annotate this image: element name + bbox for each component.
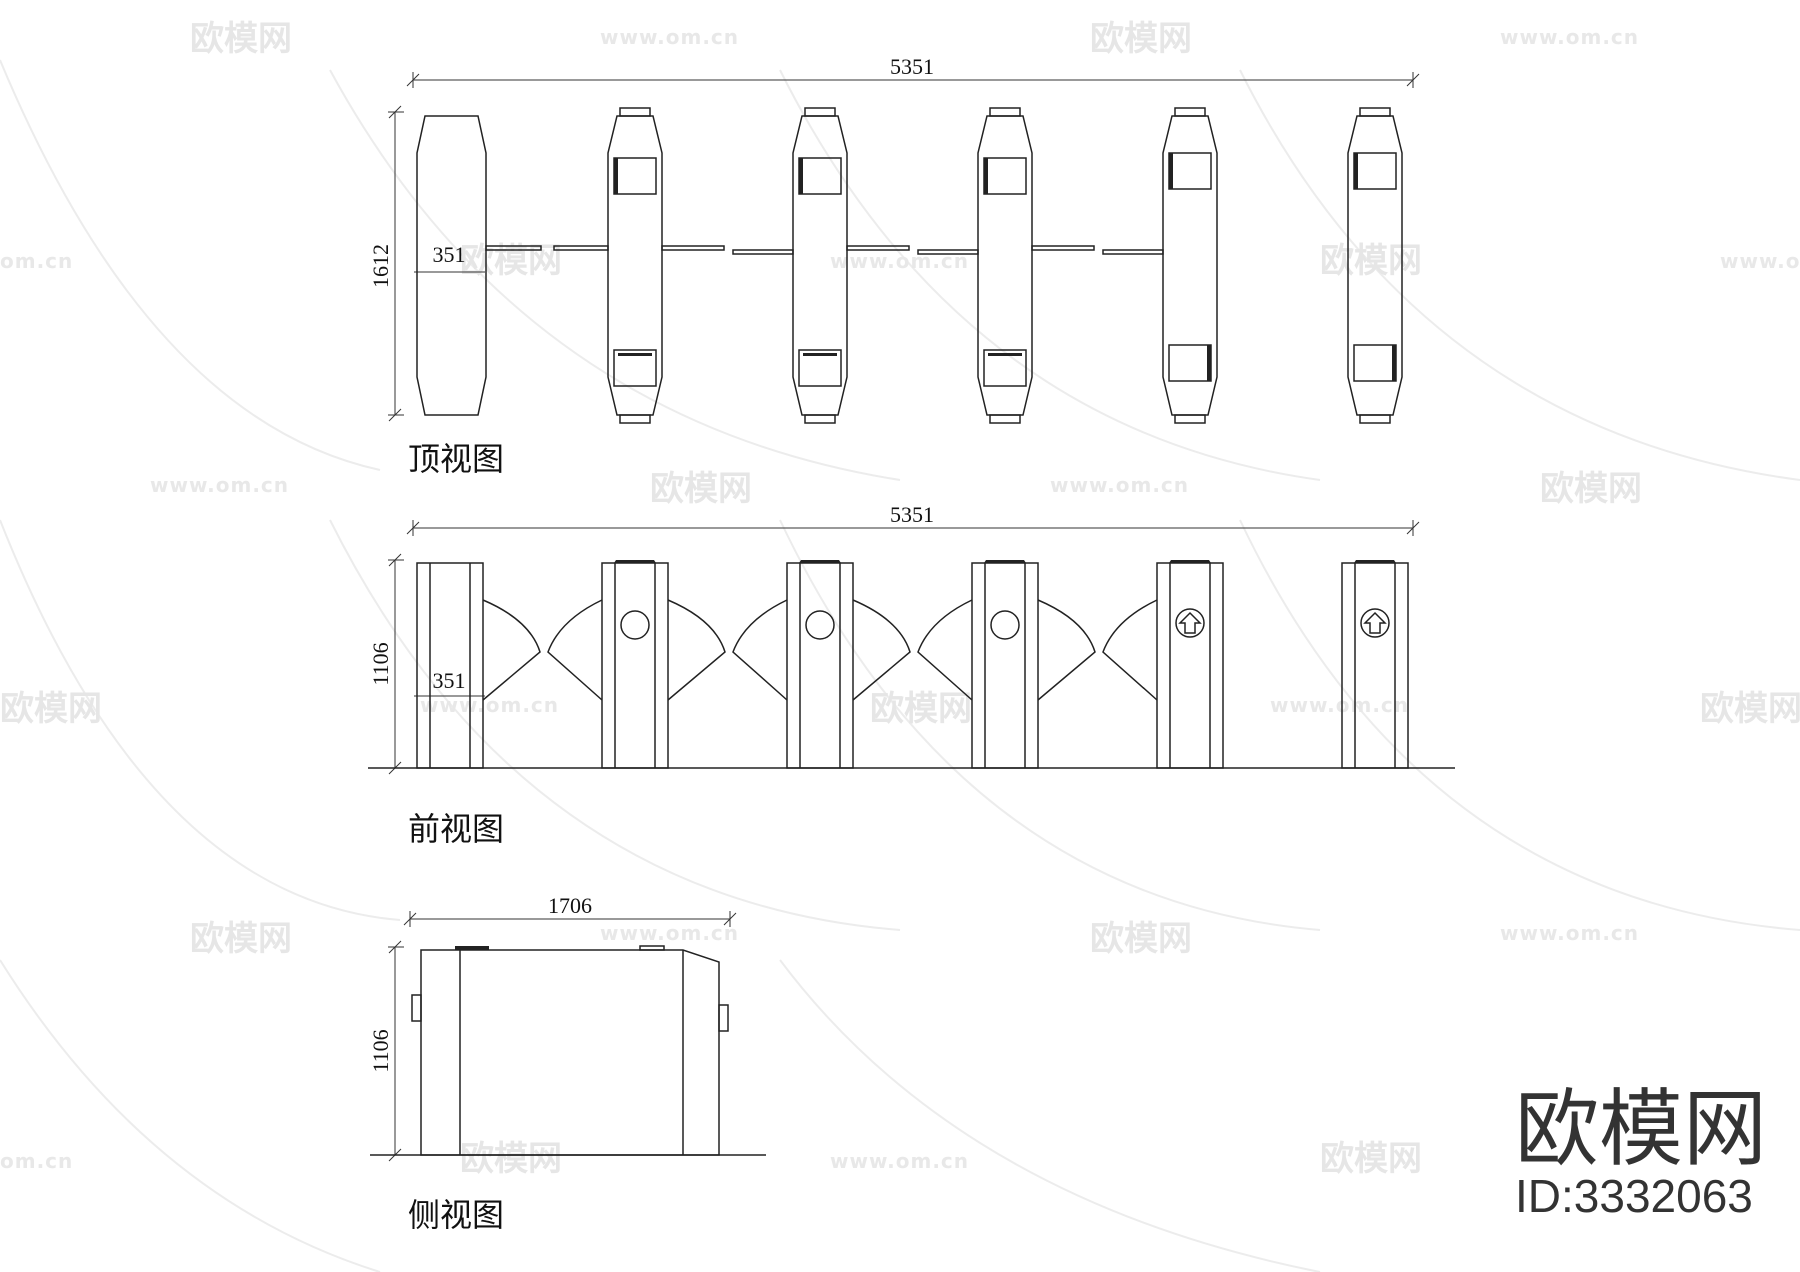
watermark-logo: 欧模网 — [1320, 1139, 1422, 1179]
turnstile-unit — [601, 560, 669, 769]
watermark-logo: 欧模网 — [190, 19, 292, 59]
watermark-logo-fragment: 欧模网 — [0, 689, 102, 729]
watermark-url: www.om.cn — [1050, 473, 1189, 497]
turnstile-side-body — [411, 945, 729, 1156]
turnstile-end-post — [416, 562, 484, 769]
front-unit-label: 351 — [433, 668, 466, 693]
turnstile-unit — [971, 560, 1039, 769]
watermark-url: www.om.cn — [420, 693, 559, 717]
watermark-url: www.om.cn — [830, 249, 969, 273]
front-width-label: 5351 — [890, 502, 934, 527]
front-width-dimension: 5351 — [406, 502, 1420, 536]
top-unit-dimension: 351 — [414, 242, 485, 273]
front-unit-dimension: 351 — [414, 668, 485, 697]
wing-gates-top — [485, 245, 1164, 255]
top-view-title: 顶视图 — [408, 440, 504, 478]
watermark-logo: 欧模网 — [1090, 919, 1192, 959]
top-width-dimension: 5351 — [406, 54, 1420, 88]
side-height-label: 1106 — [368, 1029, 393, 1072]
front-view-title: 前视图 — [408, 810, 504, 848]
watermark-urls: www.om.cn www.om.cn om.cn www.om.cn www.… — [0, 25, 1800, 1173]
watermark-url: www.om.cn — [1500, 921, 1639, 945]
wing-flaps-front — [482, 599, 1158, 701]
turnstile-unit — [977, 107, 1033, 424]
turnstile-unit — [1341, 560, 1409, 769]
watermark-logo: 欧模网 — [460, 1139, 562, 1179]
watermark-url: www.om.cn — [1500, 25, 1639, 49]
side-view-title: 侧视图 — [408, 1196, 504, 1234]
top-height-label: 1612 — [368, 244, 393, 288]
side-width-label: 1706 — [548, 893, 592, 918]
watermark-url: www.om.cn — [1270, 693, 1409, 717]
arrow-up-icon — [1178, 611, 1202, 634]
turnstile-end-post — [416, 115, 487, 416]
watermark-url-fragment: om.cn — [0, 249, 73, 273]
watermark-logos: 欧模网 欧模网 欧模网 欧模网 欧模网 欧模网 欧模网 欧模网 欧模网 欧模网 … — [0, 19, 1800, 1179]
watermark-logo: 欧模网 — [1540, 469, 1642, 509]
side-height-dimension: 1106 — [368, 940, 404, 1162]
front-height-label: 1106 — [368, 642, 393, 685]
watermark-layer: 欧模网 欧模网 欧模网 欧模网 欧模网 欧模网 欧模网 欧模网 欧模网 欧模网 … — [0, 19, 1800, 1272]
watermark-url: www.om.cn — [600, 921, 739, 945]
watermark-url: www.om.cn — [600, 25, 739, 49]
turnstile-unit — [607, 107, 663, 424]
turnstile-unit — [786, 560, 854, 769]
side-view: 1706 1106 侧视图 — [368, 893, 766, 1234]
watermark-logo: 欧模网 — [1700, 689, 1800, 729]
watermark-logo: 欧模网 — [460, 241, 562, 281]
watermark-url: www.om.cn — [830, 1149, 969, 1173]
branding-mark: 欧模网 ID:3332063 — [1515, 1080, 1767, 1222]
watermark-logo: 欧模网 — [650, 469, 752, 509]
brand-name: 欧模网 — [1515, 1080, 1767, 1178]
front-view: 5351 1106 351 — [368, 502, 1455, 848]
watermark-logo: 欧模网 — [1320, 241, 1422, 281]
watermark-url: www.om.cn — [150, 473, 289, 497]
arrow-up-icon — [1363, 611, 1387, 634]
turnstile-unit — [1347, 107, 1403, 424]
side-width-dimension: 1706 — [403, 893, 737, 927]
turnstile-unit — [792, 107, 848, 424]
top-height-dimension: 1612 — [368, 105, 404, 422]
top-view: 5351 1612 351 — [368, 54, 1420, 478]
top-unit-label: 351 — [433, 242, 466, 267]
turnstile-unit — [1162, 107, 1218, 424]
watermark-arcs — [0, 59, 1800, 1272]
watermark-url-fragment: om.cn — [0, 1149, 73, 1173]
turnstile-unit — [1156, 560, 1224, 769]
watermark-logo: 欧模网 — [870, 689, 972, 729]
top-width-label: 5351 — [890, 54, 934, 79]
watermark-logo: 欧模网 — [1090, 19, 1192, 59]
watermark-url: www.om.cn — [1720, 249, 1800, 273]
brand-id: ID:3332063 — [1515, 1170, 1753, 1222]
watermark-logo: 欧模网 — [190, 919, 292, 959]
front-height-dimension: 1106 — [368, 553, 404, 775]
